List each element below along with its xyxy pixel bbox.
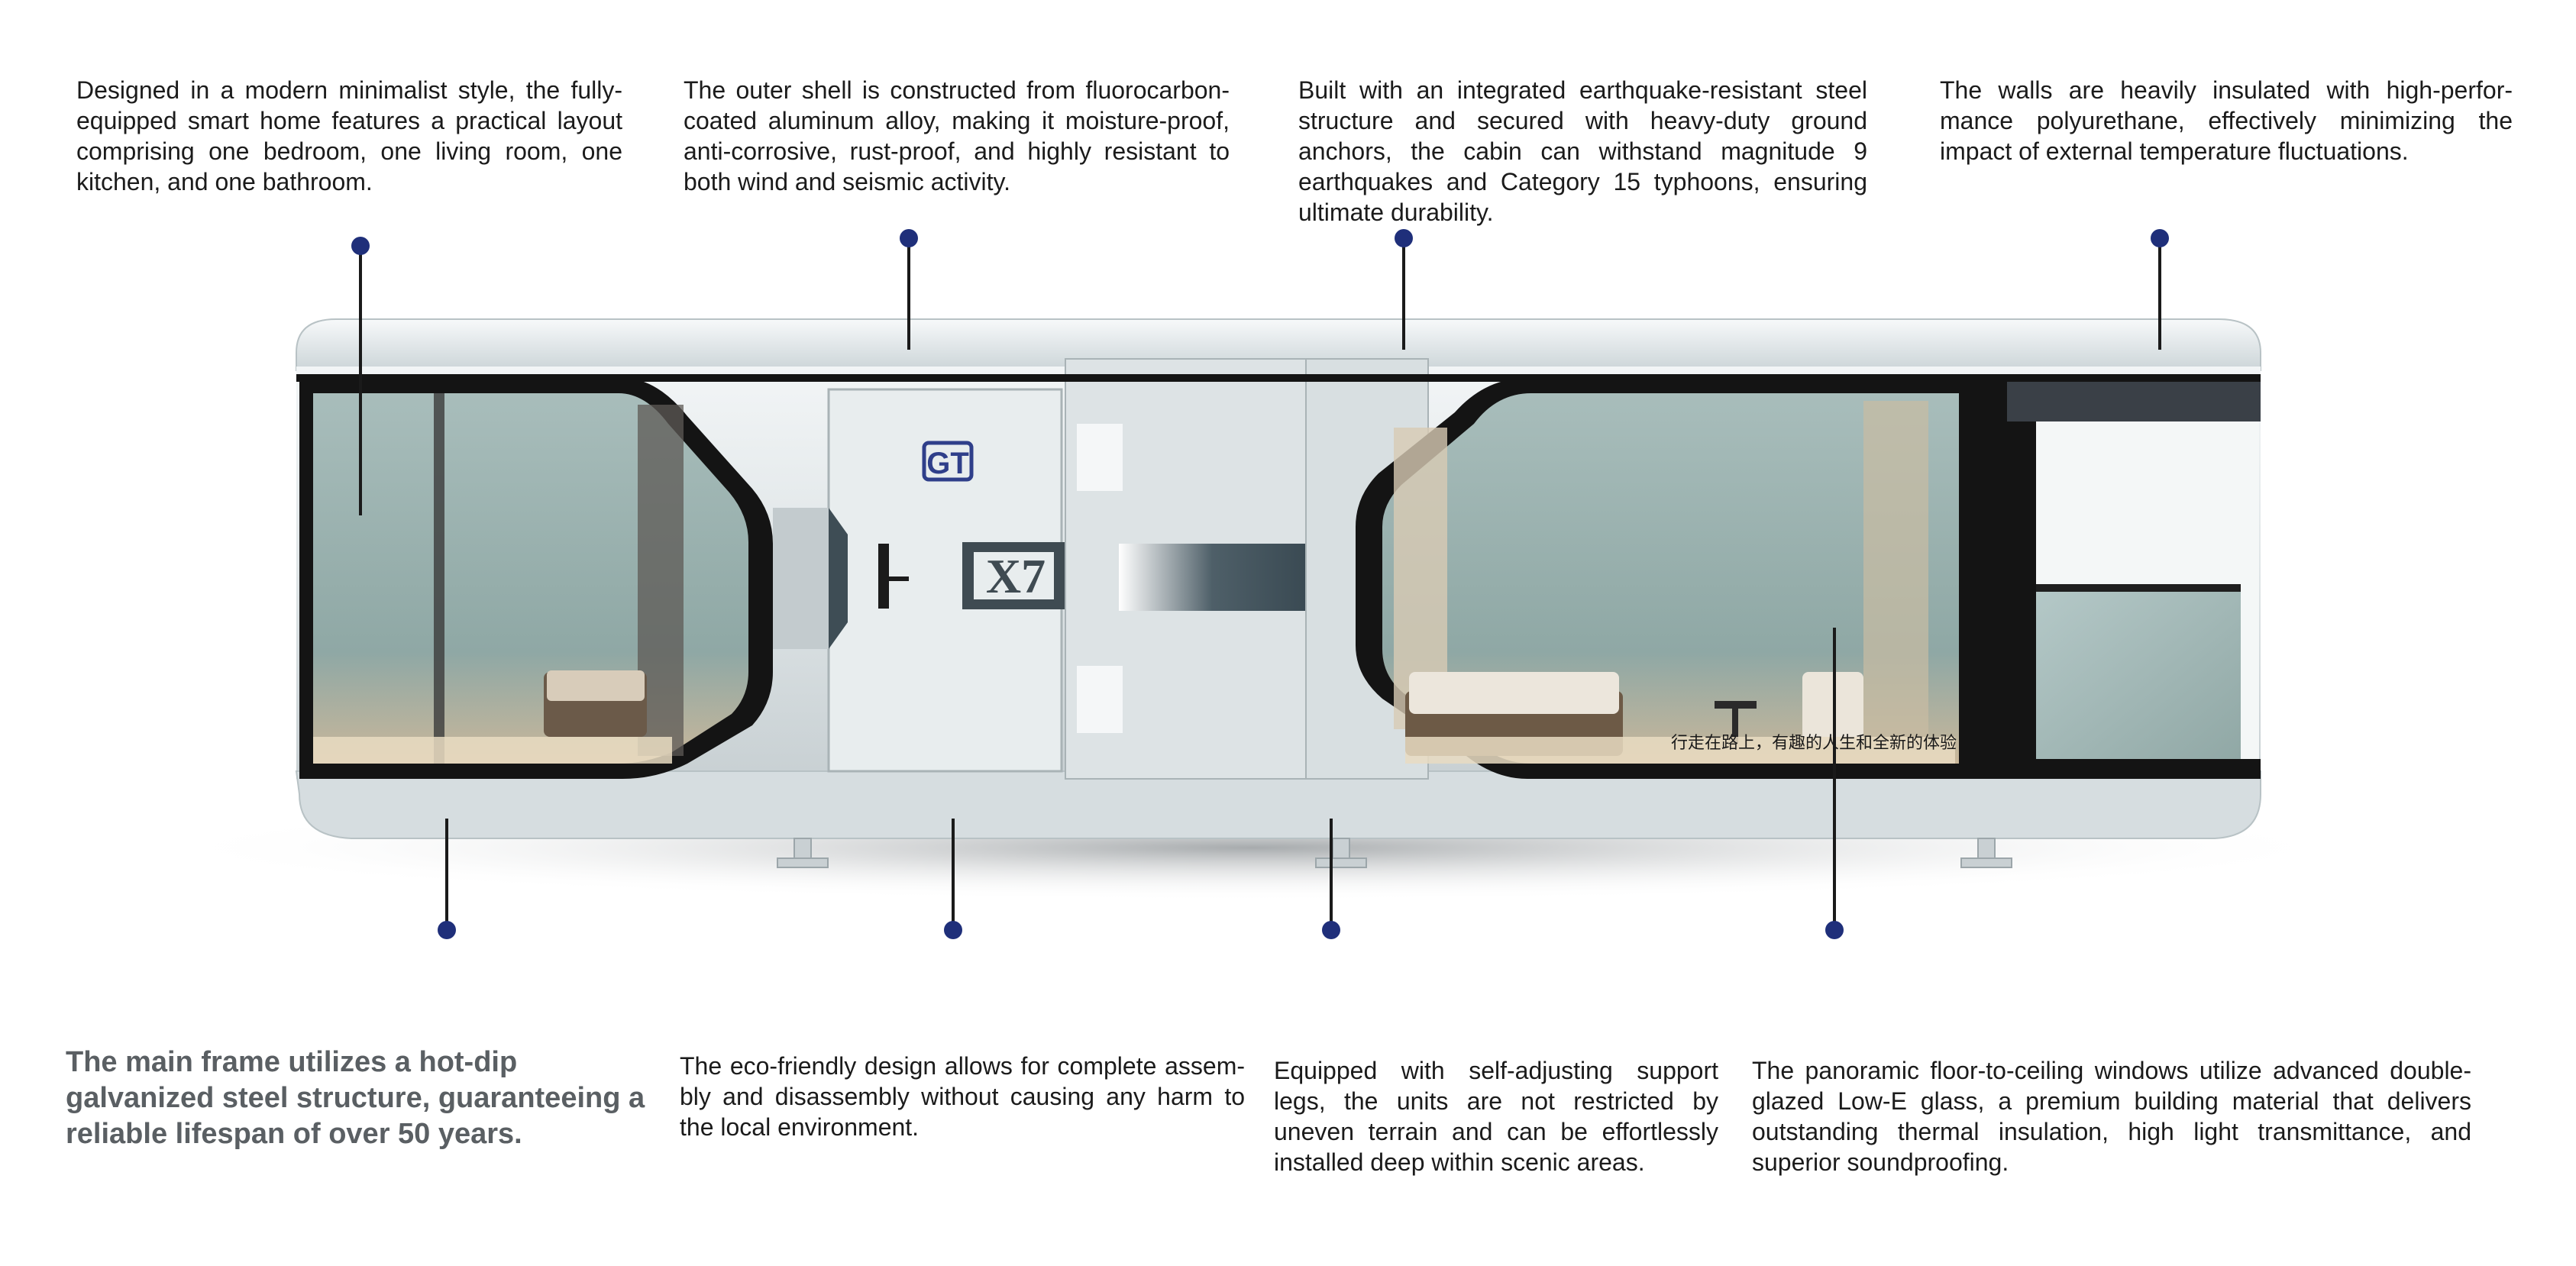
balcony-rail-top <box>2036 584 2241 592</box>
note-outer-shell: The outer shell is constructed from fluo… <box>684 76 1230 195</box>
center-upper-recess <box>1077 424 1123 491</box>
balcony-post <box>2007 378 2036 779</box>
left-window-mullion <box>434 393 444 764</box>
brand-logo: GT <box>922 441 974 482</box>
center-lower-recess <box>1077 666 1123 733</box>
right-bed-blanket <box>1409 672 1619 714</box>
right-side-table <box>1715 701 1757 709</box>
model-badge: X7 <box>962 542 1065 609</box>
window-slogan: 行走在路上，有趣的人生和全新的体验 <box>1671 734 1957 753</box>
center-light-strip <box>1119 544 1306 611</box>
left-bed-blanket <box>547 670 645 701</box>
right-side-table-leg <box>1732 709 1738 743</box>
note-low-e-glass: The panoramic floor-to-ceiling windows u… <box>1752 1057 2471 1176</box>
note-main-frame: The main frame utilizes a hot-dip galvan… <box>66 1046 645 1150</box>
door-left-panel-accent <box>829 508 848 649</box>
balcony-glass-rail <box>2036 589 2241 759</box>
top-callouts <box>351 229 2169 515</box>
roof-trim <box>296 374 2261 382</box>
right-window-glass <box>1382 393 1959 764</box>
door-handle <box>878 544 889 609</box>
note-eco-friendly: The eco-friendly design allows for compl… <box>680 1052 1245 1141</box>
balcony-deck <box>2007 759 2261 779</box>
cabin-floor <box>295 770 2261 839</box>
bottom-callouts <box>438 628 1844 939</box>
right-curtain-far <box>1863 401 1928 744</box>
balcony-canopy <box>2007 382 2261 421</box>
right-window-floor <box>1405 737 1955 764</box>
note-wall-insulation: The walls are heavily insulated with hig… <box>1940 76 2513 165</box>
brand-logo-text: GT <box>926 447 969 480</box>
note-earthquake-resistance: Built with an integrated earthquake-resi… <box>1298 76 1867 226</box>
note-layout: Designed in a modern minimalist style, t… <box>76 76 622 195</box>
model-badge-text: X7 <box>986 549 1046 603</box>
door-left-panel <box>773 508 829 649</box>
door-handle-lever <box>878 576 909 581</box>
left-window-floor <box>313 737 672 764</box>
note-support-legs: Equipped with self-adjusting support leg… <box>1274 1057 1718 1176</box>
support-legs <box>777 838 2012 868</box>
